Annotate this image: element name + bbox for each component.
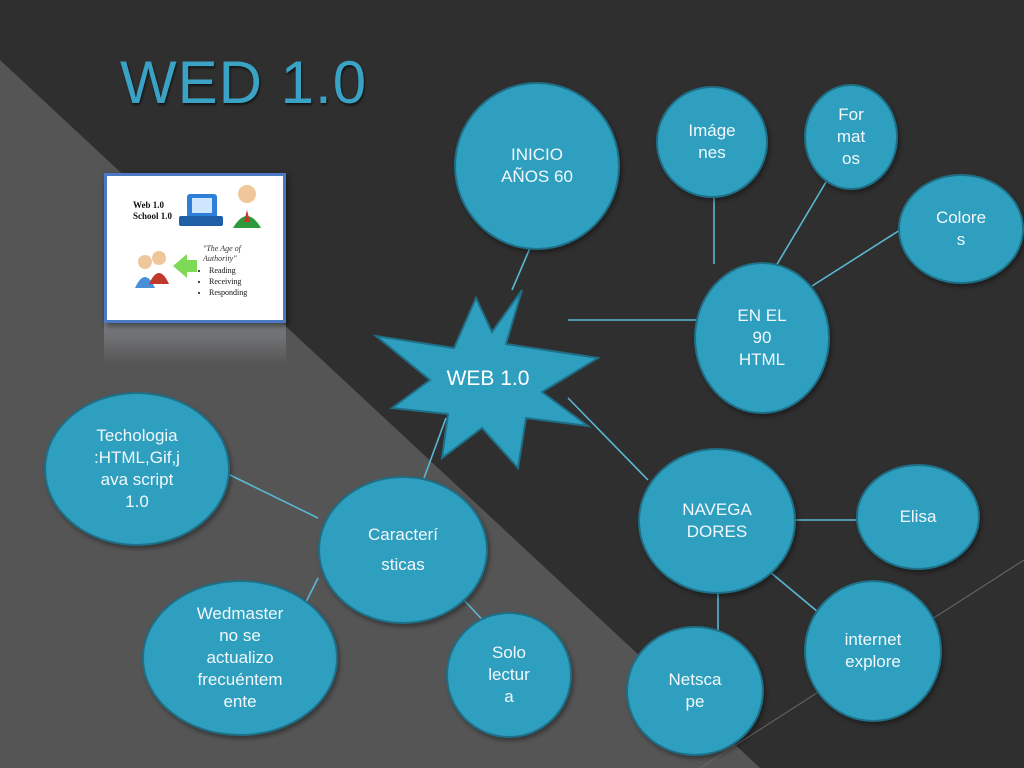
link-star-inicio	[511, 247, 531, 291]
thumbnail-bullet: Reading	[209, 266, 247, 277]
node-netscape: Netsca pe	[626, 626, 764, 756]
link-en90-formatos	[775, 181, 827, 267]
node-solo-lectura: Solo lectur a	[446, 612, 572, 738]
node-caracteristicas-label: Caracterí sticas	[368, 525, 438, 574]
node-colores: Colore s	[898, 174, 1024, 284]
node-colores-label: Colore s	[935, 207, 987, 249]
node-imagenes-label: Imáge nes	[688, 120, 736, 162]
thumbnail-illustration	[135, 185, 261, 288]
node-internet-label: internet explore	[844, 629, 902, 671]
node-en90-label: EN EL 90 HTML	[737, 305, 787, 370]
node-caracteristicas: Caracterí sticas	[318, 476, 488, 624]
center-label: WEB 1.0	[446, 367, 530, 390]
link-star-navegadores	[567, 397, 649, 481]
link-navegadores-internet	[769, 571, 819, 613]
node-inicio: INICIO AÑOS 60	[454, 82, 620, 250]
center-star: WEB 1.0	[372, 288, 604, 471]
node-navegadores-label: NAVEGA DORES	[682, 499, 752, 541]
node-tecnologia: Techologia :HTML,Gif,j ava script 1.0	[44, 392, 230, 546]
node-solo-lectura-label: Solo lectur a	[488, 642, 530, 707]
node-inicio-label: INICIO AÑOS 60	[501, 144, 573, 186]
node-webmaster: Wedmaster no se actualizo frecuéntem ent…	[142, 580, 338, 736]
node-formatos: For mat os	[804, 84, 898, 190]
web1-thumbnail: Web 1.0 School 1.0 "The Age of Authority…	[104, 173, 286, 323]
node-navegadores: NAVEGA DORES	[638, 448, 796, 594]
node-netscape-label: Netsca pe	[668, 669, 722, 711]
node-imagenes: Imáge nes	[656, 86, 768, 198]
link-star-caracteristicas	[423, 417, 447, 479]
star-shape	[372, 289, 601, 471]
link-caracteristicas-tecnologia	[227, 473, 319, 519]
node-en90: EN EL 90 HTML	[694, 262, 830, 414]
thumbnail-reflection	[104, 323, 286, 365]
node-webmaster-label: Wedmaster no se actualizo frecuéntem ent…	[196, 603, 284, 712]
node-elisa-label: Elisa	[899, 506, 937, 526]
link-en90-colores	[811, 229, 901, 287]
node-elisa: Elisa	[856, 464, 980, 570]
slide-title: WED 1.0	[120, 49, 368, 116]
node-internet: internet explore	[804, 580, 942, 722]
thumbnail-bullets: Reading Receiving Responding	[199, 266, 247, 298]
node-tecnologia-label: Techologia :HTML,Gif,j ava script 1.0	[94, 425, 180, 512]
thumbnail-quote: "The Age of Authority"	[203, 244, 241, 263]
thumbnail-heading: Web 1.0 School 1.0	[133, 200, 173, 222]
thumbnail-bullet: Responding	[209, 288, 247, 299]
node-formatos-label: For mat os	[836, 104, 866, 169]
thumbnail-bullet: Receiving	[209, 277, 247, 288]
